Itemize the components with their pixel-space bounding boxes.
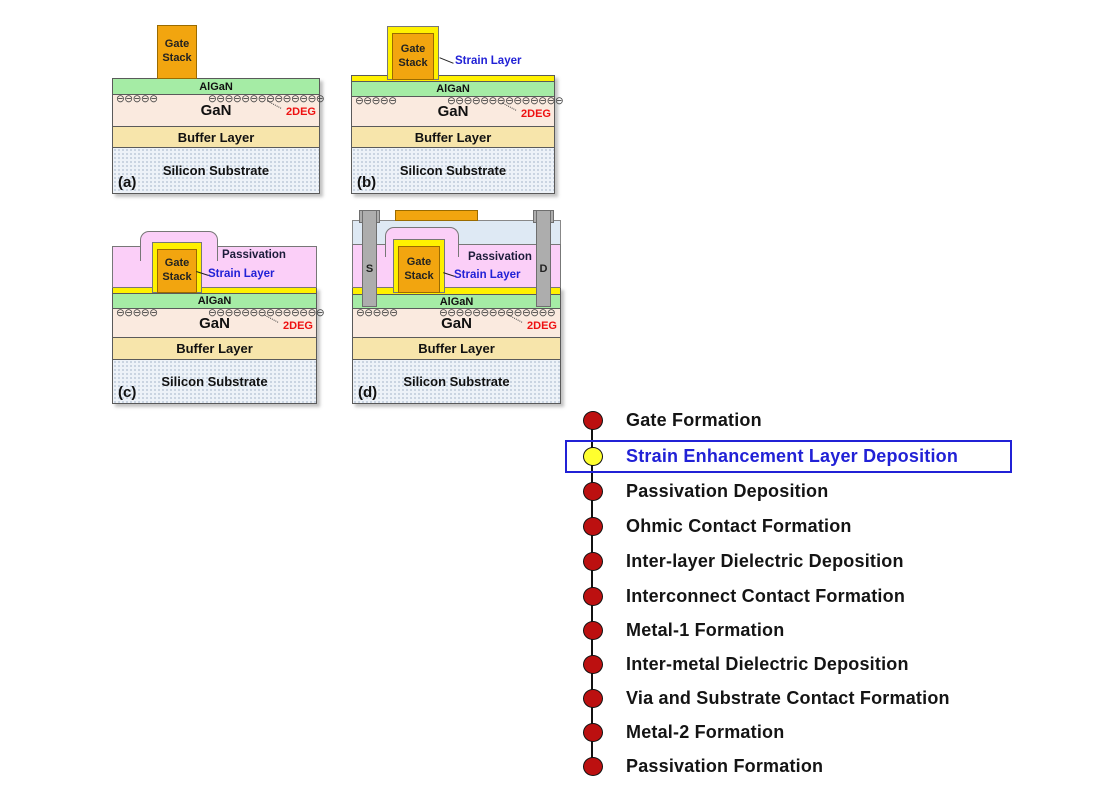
flow-step-passivation-deposition: Passivation Deposition <box>583 479 828 503</box>
substrate-label: Silicon Substrate <box>399 163 507 178</box>
source-contact: S <box>362 210 377 307</box>
strain-layer-leader-line <box>439 57 454 64</box>
substrate-label: Silicon Substrate <box>161 374 268 389</box>
2deg-label: 2DEG <box>527 320 557 332</box>
step-dot-highlighted <box>583 446 603 466</box>
silicon-substrate: Silicon Substrate (d) <box>353 359 560 403</box>
cross-section-panel-c: Gate Stack Passivation Strain Layer AlGa… <box>112 228 325 404</box>
flow-step-via-and-substrate-contact-formation: Via and Substrate Contact Formation <box>583 686 950 710</box>
step-dot <box>583 756 603 776</box>
gan-layer: ⊖⊖⊖⊖⊖ ⊖⊖⊖⊖⊖⊖⊖⊖⊖⊖⊖⊖⊖⊖ GaN 2DEG <box>353 308 560 337</box>
flow-step-strain-enhancement-layer-deposition: Strain Enhancement Layer Deposition <box>583 444 958 468</box>
step-dot <box>583 688 603 708</box>
strain-layer-label: Strain Layer <box>454 269 521 281</box>
metal-interconnect <box>395 210 478 221</box>
buffer-layer: Buffer Layer <box>113 337 316 359</box>
algan-layer: AlGaN <box>113 79 319 94</box>
step-dot <box>583 620 603 640</box>
buffer-layer: Buffer Layer <box>353 337 560 359</box>
step-dot <box>583 410 603 430</box>
step-dot <box>583 551 603 571</box>
highlight-box <box>565 440 1012 473</box>
gan-label: GaN <box>199 314 230 332</box>
flow-step-ohmic-contact-formation: Ohmic Contact Formation <box>583 514 852 538</box>
2deg-electrons-right: ⊖⊖⊖⊖⊖⊖⊖⊖⊖⊖⊖⊖⊖⊖ <box>447 95 564 107</box>
buffer-layer: Buffer Layer <box>352 126 554 147</box>
algan-layer: AlGaN <box>352 81 554 96</box>
flow-step-inter-layer-dielectric-deposition: Inter-layer Dielectric Deposition <box>583 549 904 573</box>
layer-stack: AlGaN ⊖⊖⊖⊖⊖ ⊖⊖⊖⊖⊖⊖⊖⊖⊖⊖⊖⊖⊖⊖ GaN 2DEG Buff… <box>112 287 325 404</box>
2deg-label: 2DEG <box>283 320 313 332</box>
step-dot <box>583 722 603 742</box>
2deg-electrons-right: ⊖⊖⊖⊖⊖⊖⊖⊖⊖⊖⊖⊖⊖⊖ <box>439 307 556 319</box>
algan-layer: AlGaN <box>353 294 560 308</box>
passivation-label: Passivation <box>222 249 286 261</box>
algan-layer: AlGaN <box>113 293 316 308</box>
2deg-electrons-left: ⊖⊖⊖⊖⊖ <box>116 93 158 105</box>
step-dot <box>583 586 603 606</box>
substrate-label: Silicon Substrate <box>403 374 510 389</box>
2deg-electrons-left: ⊖⊖⊖⊖⊖ <box>355 95 397 107</box>
substrate-label: Silicon Substrate <box>162 163 270 178</box>
gan-label: GaN <box>200 102 232 119</box>
panel-tag-d: (d) <box>358 384 378 401</box>
2deg-electrons-right: ⊖⊖⊖⊖⊖⊖⊖⊖⊖⊖⊖⊖⊖⊖ <box>208 307 325 319</box>
gate-stack: Gate Stack <box>157 25 197 79</box>
strain-layer-film <box>113 288 316 293</box>
panel-tag-b: (b) <box>357 174 377 191</box>
gate-stack: Gate Stack <box>392 33 434 80</box>
flow-step-inter-metal-dielectric-deposition: Inter-metal Dielectric Deposition <box>583 652 909 676</box>
drain-contact: D <box>536 210 551 307</box>
cross-section-panel-d: Gate Stack S D Passivation Strain Layer … <box>352 210 561 404</box>
2deg-electrons-left: ⊖⊖⊖⊖⊖ <box>356 307 398 319</box>
gan-layer: ⊖⊖⊖⊖⊖ ⊖⊖⊖⊖⊖⊖⊖⊖⊖⊖⊖⊖⊖⊖ GaN 2DEG <box>113 307 325 337</box>
silicon-substrate: Silicon Substrate (c) <box>113 359 316 403</box>
flow-step-interconnect-contact-formation: Interconnect Contact Formation <box>583 584 905 608</box>
2deg-electrons-left: ⊖⊖⊖⊖⊖ <box>116 307 158 319</box>
flow-step-gate-formation: Gate Formation <box>583 408 762 432</box>
strain-layer-film <box>353 288 560 294</box>
layer-stack: AlGaN ⊖⊖⊖⊖⊖ ⊖⊖⊖⊖⊖⊖⊖⊖⊖⊖⊖⊖⊖⊖ GaN 2DEG Buff… <box>112 78 325 194</box>
passivation-label: Passivation <box>468 251 532 263</box>
2deg-electrons-right: ⊖⊖⊖⊖⊖⊖⊖⊖⊖⊖⊖⊖⊖⊖ <box>208 93 325 105</box>
cross-section-panel-b: Gate Stack Strain Layer AlGaN ⊖⊖⊖⊖⊖ ⊖⊖⊖⊖… <box>351 25 564 194</box>
2deg-label: 2DEG <box>521 108 551 120</box>
panel-tag-c: (c) <box>118 384 137 401</box>
cross-section-panel-a: Gate Stack AlGaN ⊖⊖⊖⊖⊖ ⊖⊖⊖⊖⊖⊖⊖⊖⊖⊖⊖⊖⊖⊖ Ga… <box>112 25 325 194</box>
flow-step-metal-2-formation: Metal-2 Formation <box>583 720 784 744</box>
gan-label: GaN <box>437 103 469 120</box>
flow-step-passivation-formation: Passivation Formation <box>583 754 823 778</box>
strain-layer-label: Strain Layer <box>455 55 522 67</box>
gan-layer: ⊖⊖⊖⊖⊖ ⊖⊖⊖⊖⊖⊖⊖⊖⊖⊖⊖⊖⊖⊖ GaN 2DEG <box>113 93 325 126</box>
layer-stack: AlGaN ⊖⊖⊖⊖⊖ ⊖⊖⊖⊖⊖⊖⊖⊖⊖⊖⊖⊖⊖⊖ GaN 2DEG Buff… <box>351 75 564 194</box>
step-dot <box>583 481 603 501</box>
strain-layer-label: Strain Layer <box>208 268 275 280</box>
gate-stack: Gate Stack <box>157 249 197 293</box>
step-dot <box>583 654 603 674</box>
panel-tag-a: (a) <box>118 174 137 191</box>
gan-layer: ⊖⊖⊖⊖⊖ ⊖⊖⊖⊖⊖⊖⊖⊖⊖⊖⊖⊖⊖⊖ GaN 2DEG <box>352 95 564 126</box>
flow-step-metal-1-formation: Metal-1 Formation <box>583 618 784 642</box>
silicon-substrate: Silicon Substrate (b) <box>352 147 554 193</box>
gate-stack: Gate Stack <box>398 246 440 293</box>
buffer-layer: Buffer Layer <box>113 126 319 147</box>
layer-stack: AlGaN ⊖⊖⊖⊖⊖ ⊖⊖⊖⊖⊖⊖⊖⊖⊖⊖⊖⊖⊖⊖ GaN 2DEG Buff… <box>352 287 561 404</box>
gan-label: GaN <box>441 314 472 332</box>
strain-layer-film <box>352 76 554 81</box>
step-dot <box>583 516 603 536</box>
2deg-label: 2DEG <box>286 106 316 118</box>
silicon-substrate: Silicon Substrate (a) <box>113 147 319 193</box>
